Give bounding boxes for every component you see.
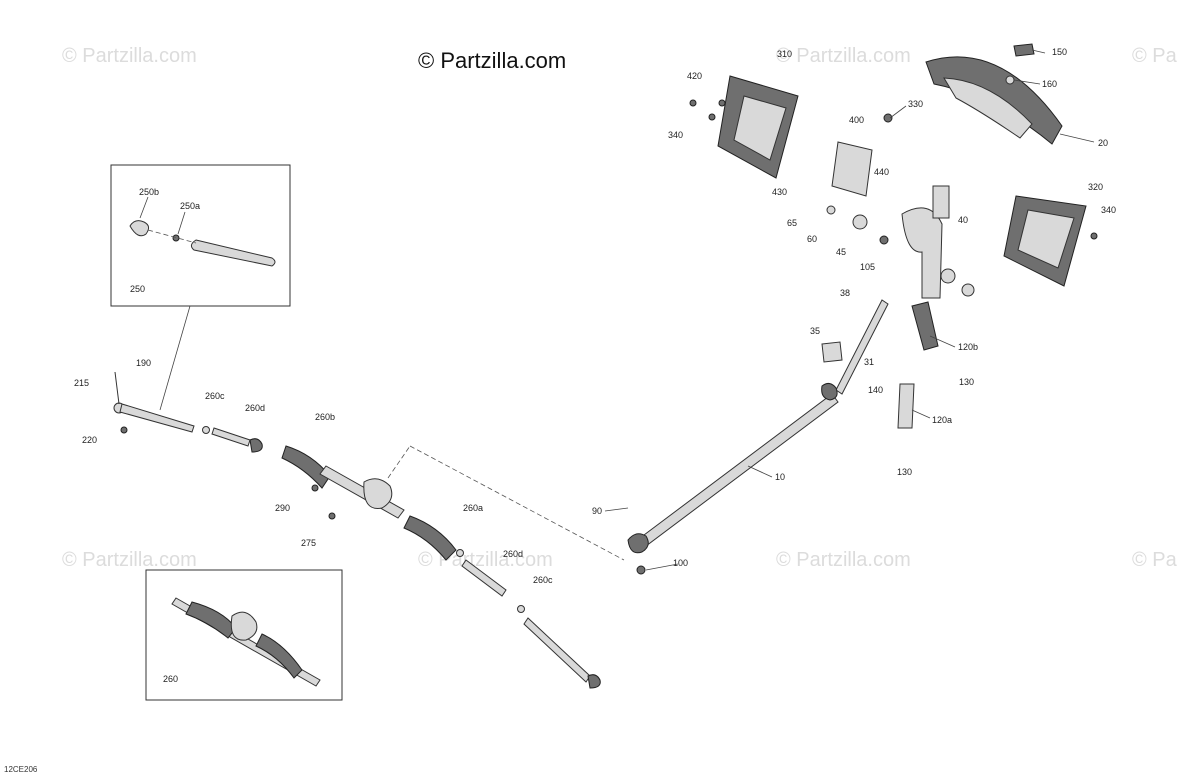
steering-column [604, 185, 975, 575]
callout-label: 130 [959, 377, 974, 387]
callout-labels: 310 420 340 150 160 330 400 20 430 440 6… [74, 47, 1116, 585]
callout-label: 320 [1088, 182, 1103, 192]
callout-label: 220 [82, 435, 97, 445]
inset-260 [145, 569, 343, 701]
callout-label: 275 [301, 538, 316, 548]
callout-label: 260c [205, 391, 225, 401]
watermark: © Partzilla.com [418, 549, 553, 571]
callout-label: 40 [958, 215, 968, 225]
callout-label: 60 [807, 234, 817, 244]
callout-label: 260b [315, 412, 335, 422]
rack-assembly [113, 371, 625, 689]
callout-label: 100 [673, 558, 688, 568]
callout-label: 260d [245, 403, 265, 413]
callout-label: 250b [139, 187, 159, 197]
callout-label: 35 [810, 326, 820, 336]
callout-label: 45 [836, 247, 846, 257]
inset-250-label: 250 [130, 284, 145, 294]
callout-label: 340 [1101, 205, 1116, 215]
callout-label: 215 [74, 378, 89, 388]
callout-label: 440 [874, 167, 889, 177]
callout-label: 140 [868, 385, 883, 395]
watermark: © Partzilla.com [62, 549, 197, 571]
callout-label: 290 [275, 503, 290, 513]
callout-label: 20 [1098, 138, 1108, 148]
callout-label: 120a [932, 415, 952, 425]
callout-label: 90 [592, 506, 602, 516]
callout-label: 260a [463, 503, 483, 513]
callout-label: 160 [1042, 79, 1057, 89]
brand-copyright: © Partzilla.com [418, 48, 566, 73]
callout-label: 330 [908, 99, 923, 109]
callout-label: 420 [687, 71, 702, 81]
watermark: © Partzilla.com [62, 45, 197, 67]
callout-label: 430 [772, 187, 787, 197]
callout-label: 260c [533, 575, 553, 585]
callout-label: 38 [840, 288, 850, 298]
callout-label: 130 [897, 467, 912, 477]
inset-260-label: 260 [163, 674, 178, 684]
callout-label: 65 [787, 218, 797, 228]
callout-label: 150 [1052, 47, 1067, 57]
callout-label: 340 [668, 130, 683, 140]
watermark: © Pa [1132, 45, 1178, 67]
watermark: © Partzilla.com [776, 549, 911, 571]
callout-label: 190 [136, 358, 151, 368]
callout-label: 105 [860, 262, 875, 272]
callout-label: 400 [849, 115, 864, 125]
callout-label: 250a [180, 201, 200, 211]
callout-label: 310 [777, 49, 792, 59]
callout-label: 31 [864, 357, 874, 367]
callout-label: 120b [958, 342, 978, 352]
brackets [689, 75, 1098, 287]
watermark: © Partzilla.com [776, 45, 911, 67]
callout-label: 260d [503, 549, 523, 559]
steering-wheel [925, 43, 1063, 145]
callout-label: 10 [775, 472, 785, 482]
watermark: © Pa [1132, 549, 1178, 571]
inset-250 [110, 164, 291, 307]
drawing-code: 12CE206 [4, 765, 38, 774]
